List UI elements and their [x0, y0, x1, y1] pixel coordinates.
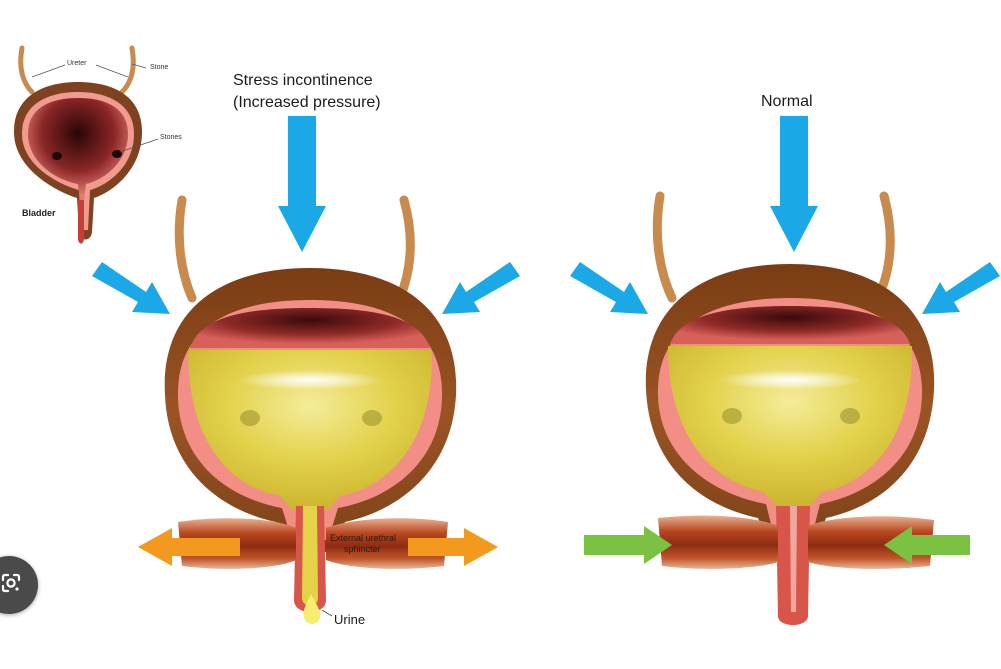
- stress-arrow-left: [92, 262, 170, 314]
- sphincter-label-line2: sphincter: [344, 544, 381, 554]
- inset-ureter-label: Ureter: [67, 60, 87, 67]
- normal-arrow-right: [922, 262, 1000, 314]
- inset-bladder-label: Bladder: [22, 208, 56, 218]
- normal-ureter-right: [873, 191, 895, 303]
- stress-title-line1: Stress incontinence: [233, 72, 373, 89]
- stress-sphincter-right: [326, 518, 448, 569]
- google-lens-icon: [1, 573, 21, 593]
- inset-bladder-diagram: [14, 45, 159, 244]
- normal-sphincter-left: [658, 515, 778, 569]
- stress-ureter-right: [395, 195, 415, 303]
- urine-label: Urine: [334, 612, 366, 627]
- inset-stone-label: Stone: [150, 64, 169, 71]
- stress-bladder: [164, 195, 457, 624]
- urine-drop: [303, 594, 321, 624]
- normal-arrow-down: [770, 116, 818, 252]
- inward-arrows: [584, 526, 970, 564]
- normal-arrow-inward-left: [584, 526, 672, 564]
- normal-ureter-left: [652, 191, 677, 303]
- sphincter-label-line1: External urethral: [330, 533, 397, 543]
- outward-arrows: [138, 528, 498, 566]
- stress-ureter-left: [174, 195, 197, 303]
- normal-arrow-inward-right: [884, 526, 970, 564]
- stress-title-line2: (Increased pressure): [233, 94, 381, 111]
- stress-arrow-down: [278, 116, 326, 252]
- normal-title: Normal: [761, 93, 813, 110]
- inset-stone-left: [52, 152, 62, 160]
- stress-arrow-right: [442, 262, 520, 314]
- stress-arrow-outward-left: [138, 528, 240, 566]
- inset-stone-right: [112, 150, 122, 158]
- normal-bladder: [645, 191, 935, 625]
- normal-arrow-left: [570, 262, 648, 314]
- stress-arrow-outward-right: [408, 528, 498, 566]
- pressure-arrows: [92, 116, 1000, 314]
- inset-stones-label: Stones: [160, 134, 182, 141]
